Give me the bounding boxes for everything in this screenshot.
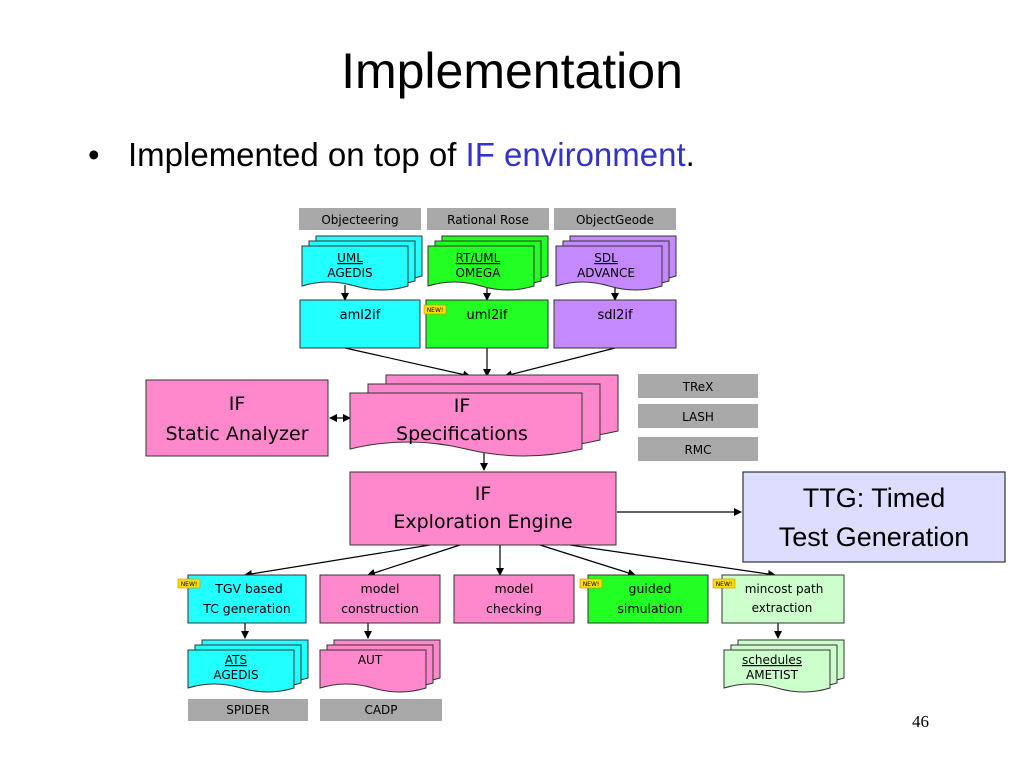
doc-schedules-line1: schedules	[742, 653, 802, 667]
new-badge-simulation	[579, 578, 603, 589]
doc-uml-line1: UML	[337, 251, 363, 265]
specifications-line2: Specifications	[396, 423, 528, 445]
guided-simulation-line1: guided	[629, 581, 672, 596]
tool-objectgeode: ObjectGeode	[554, 208, 676, 230]
mincost-line2: extraction	[752, 601, 813, 615]
platform-spider: SPIDER	[188, 699, 308, 721]
static-analyzer-line2: Static Analyzer	[165, 423, 308, 445]
library-rmc-label: RMC	[684, 443, 711, 457]
model-checking-line1: model	[495, 581, 534, 596]
tool-objecteering: Objecteering	[299, 208, 421, 230]
arrow-engine-to-simulation	[539, 544, 636, 577]
if-exploration-engine: IF Exploration Engine	[349, 471, 617, 546]
new-badge-mincost-label: NEW!	[716, 581, 733, 588]
doc-rtuml-omega: RT/UML OMEGA	[427, 235, 549, 291]
doc-schedules-line2: AMETIST	[746, 668, 799, 682]
library-trex-label: TReX	[682, 380, 714, 394]
new-badge-tgv	[177, 578, 201, 589]
arrow-engine-to-tgv	[244, 544, 431, 578]
ttg-line2: Test Generation	[779, 522, 970, 552]
translator-sdl2if-label: sdl2if	[597, 308, 633, 323]
translator-uml2if: uml2if NEW!	[423, 299, 549, 349]
new-badge-mincost	[712, 578, 736, 589]
doc-rtuml-line2: OMEGA	[456, 266, 502, 280]
doc-rtuml-line1: RT/UML	[456, 251, 501, 265]
translator-aml2if-label: aml2if	[340, 308, 381, 323]
tool-rational-rose: Rational Rose	[427, 208, 549, 230]
tool-mincost-path: mincost path extraction NEW!	[712, 574, 845, 624]
tool-objectgeode-label: ObjectGeode	[576, 213, 654, 227]
tool-guided-simulation: guided simulation NEW!	[579, 574, 709, 624]
doc-sdl-line1: SDL	[594, 251, 618, 265]
ttg-line1: TTG: Timed	[803, 483, 946, 513]
static-analyzer-line1: IF	[229, 393, 246, 415]
platform-cadp-label: CADP	[364, 703, 397, 717]
library-lash-label: LASH	[682, 410, 714, 424]
arrow-aml2if-to-specs	[344, 347, 471, 379]
tool-model-checking: model checking	[453, 574, 575, 624]
guided-simulation-line2: simulation	[617, 601, 682, 616]
specifications-line1: IF	[454, 395, 471, 417]
doc-ats-line2: AGEDIS	[213, 668, 258, 682]
exploration-engine-line1: IF	[475, 483, 492, 505]
bullet-text: Implemented on top of	[128, 136, 466, 173]
library-trex: TReX	[638, 374, 758, 398]
translator-uml2if-label: uml2if	[467, 308, 508, 323]
model-construction-line1: model	[361, 581, 400, 596]
tgv-line2: TC generation	[202, 601, 291, 616]
doc-ats-line1: ATS	[225, 653, 247, 667]
library-lash: LASH	[638, 404, 758, 428]
slide-title: Implementation	[341, 43, 683, 99]
arrow-engine-to-mincost	[569, 544, 776, 578]
tool-model-construction: model construction	[319, 574, 441, 624]
exploration-engine-line2: Exploration Engine	[393, 511, 572, 533]
doc-schedules-ametist: schedules AMETIST	[723, 639, 845, 693]
arrow-engine-to-construction	[367, 544, 461, 577]
doc-aut-label: AUT	[358, 653, 383, 667]
tgv-line1: TGV based	[214, 581, 283, 596]
model-construction-line2: construction	[341, 601, 419, 616]
new-badge-tgv-label: NEW!	[181, 581, 198, 588]
doc-sdl-line2: ADVANCE	[577, 266, 635, 280]
tool-rational-rose-label: Rational Rose	[447, 213, 529, 227]
model-checking-line2: checking	[486, 601, 542, 616]
bullet-point: • Implemented on top of IF environment.	[88, 136, 695, 174]
doc-uml-agedis: UML AGEDIS	[301, 235, 423, 291]
new-badge-simulation-label: NEW!	[583, 581, 600, 588]
arrow-sdl2if-to-specs	[504, 347, 616, 379]
bullet-period: .	[685, 136, 695, 173]
bullet-symbol: •	[88, 136, 100, 173]
tool-tgv-generation: TGV based TC generation NEW!	[177, 574, 307, 624]
platform-cadp: CADP	[320, 699, 442, 721]
ttg-callout: TTG: Timed Test Generation	[742, 471, 1006, 563]
library-rmc: RMC	[638, 437, 758, 461]
doc-uml-line2: AGEDIS	[327, 266, 372, 280]
platform-spider-label: SPIDER	[226, 703, 270, 717]
if-environment-text: IF environment	[465, 136, 686, 173]
mincost-line1: mincost path	[745, 582, 824, 596]
new-badge-uml2if	[423, 304, 447, 315]
doc-sdl-advance: SDL ADVANCE	[555, 235, 677, 291]
translator-aml2if: aml2if	[299, 299, 421, 349]
new-badge-uml2if-label: NEW!	[427, 307, 444, 314]
doc-ats-agedis: ATS AGEDIS	[187, 639, 309, 693]
tool-objecteering-label: Objecteering	[321, 213, 398, 227]
connector-arrows	[241, 285, 782, 639]
doc-aut: AUT	[319, 639, 441, 693]
if-static-analyzer: IF Static Analyzer	[145, 379, 329, 457]
if-specifications: IF Specifications	[349, 374, 619, 457]
page-number: 46	[912, 712, 929, 731]
translator-sdl2if: sdl2if	[553, 299, 677, 349]
